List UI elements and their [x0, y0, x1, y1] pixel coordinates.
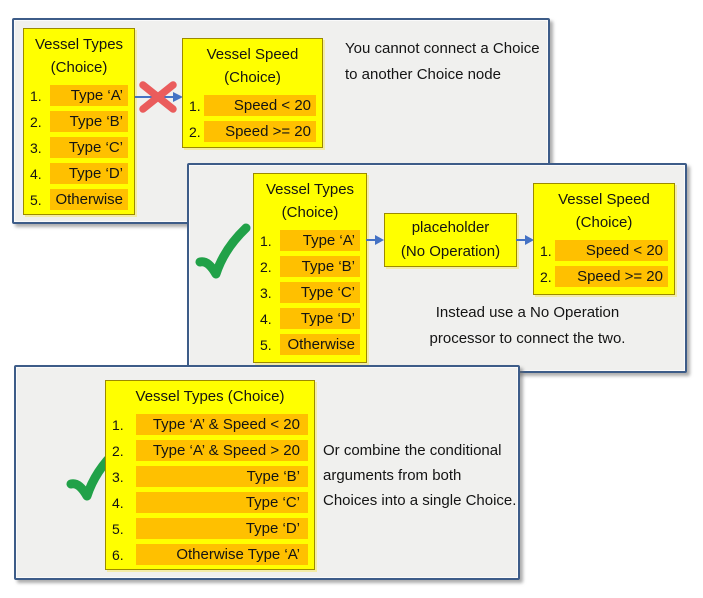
choice-row: 4. Type ‘D’: [260, 308, 360, 329]
vessel-speed-choice-node: Vessel Speed (Choice) 1. Speed < 20 2. S…: [182, 38, 323, 148]
row-condition: Otherwise: [50, 189, 128, 210]
caption-line: arguments from both: [323, 467, 462, 484]
row-number: 2.: [112, 442, 124, 459]
check-icon: [195, 223, 251, 279]
choice-row: 6. Otherwise Type ‘A’: [112, 544, 308, 565]
choice-row: 3. Type ‘C’: [260, 282, 360, 303]
no-operation-caption: Instead use a No Operation processor to …: [410, 300, 645, 352]
choice-row: 5. Type ‘D’: [112, 518, 308, 539]
node-subtitle: (Choice): [281, 204, 339, 221]
vessel-types-choice-node: Vessel Types (Choice) 1. Type ‘A’ 2. Typ…: [23, 28, 135, 215]
choice-row: 3. Type ‘B’: [112, 466, 308, 487]
choice-row: 2. Type ‘B’: [30, 111, 128, 132]
choice-row: 3. Type ‘C’: [30, 137, 128, 158]
node-title: Vessel Types: [265, 181, 355, 198]
node-title: Vessel Speed: [558, 191, 650, 208]
row-condition: Speed < 20: [555, 240, 668, 261]
combined-choice-caption: Or combine the conditional arguments fro…: [323, 438, 523, 513]
row-number: 6.: [112, 546, 124, 563]
choice-row: 2. Speed >= 20: [540, 266, 668, 287]
caption-line: processor to connect the two.: [429, 330, 626, 347]
row-number: 4.: [112, 494, 124, 511]
row-condition: Type ‘C’: [50, 137, 128, 158]
row-number: 5.: [260, 336, 272, 353]
choice-row: 1. Type ‘A’: [260, 230, 360, 251]
node-title: placeholder: [411, 219, 490, 236]
row-number: 3.: [112, 468, 124, 485]
choice-row: 1. Type ‘A’ & Speed < 20: [112, 414, 308, 435]
choice-row: 2. Speed >= 20: [189, 121, 316, 142]
row-condition: Speed >= 20: [555, 266, 668, 287]
caption-line: Or combine the conditional: [323, 442, 502, 459]
node-subtitle: (Choice): [224, 69, 281, 86]
node-subtitle: (Choice): [50, 59, 108, 76]
node-subtitle: (Choice): [575, 214, 633, 231]
caption-line: to another Choice node: [345, 66, 501, 83]
row-condition: Speed >= 20: [204, 121, 316, 142]
vessel-types-choice-node: Vessel Types (Choice) 1. Type ‘A’ 2. Typ…: [253, 173, 367, 363]
row-number: 3.: [30, 139, 42, 156]
row-condition: Speed < 20: [204, 95, 316, 116]
connector-arrow-icon: [366, 235, 384, 245]
choice-row: 4. Type ‘D’: [30, 163, 128, 184]
choice-row: 5. Otherwise: [30, 189, 128, 210]
row-condition: Otherwise Type ‘A’: [136, 544, 308, 565]
row-condition: Type ‘A’: [280, 230, 360, 251]
row-number: 1.: [189, 97, 201, 114]
row-condition: Type ‘D’: [136, 518, 308, 539]
row-condition: Type ‘C’: [280, 282, 360, 303]
row-number: 1.: [540, 242, 552, 259]
row-condition: Type ‘A’: [50, 85, 128, 106]
combined-choice-node: Vessel Types (Choice) 1. Type ‘A’ & Spee…: [105, 380, 315, 570]
node-title: Vessel Speed: [206, 46, 299, 63]
row-condition: Type ‘B’: [280, 256, 360, 277]
row-number: 2.: [189, 123, 201, 140]
row-condition: Type ‘A’ & Speed < 20: [136, 414, 308, 435]
row-condition: Type ‘B’: [136, 466, 308, 487]
caption-line: You cannot connect a Choice: [345, 40, 540, 57]
row-number: 5.: [30, 191, 42, 208]
node-subtitle: (No Operation): [400, 243, 501, 260]
row-number: 1.: [112, 416, 124, 433]
row-condition: Type ‘C’: [136, 492, 308, 513]
cannot-connect-caption: You cannot connect a Choice to another C…: [345, 36, 560, 88]
row-number: 2.: [540, 268, 552, 285]
choice-row: 4. Type ‘C’: [112, 492, 308, 513]
row-number: 1.: [30, 87, 42, 104]
connector-arrow-icon: [516, 235, 534, 245]
row-condition: Type ‘B’: [50, 111, 128, 132]
row-condition: Type ‘A’ & Speed > 20: [136, 440, 308, 461]
choice-row: 2. Type ‘A’ & Speed > 20: [112, 440, 308, 461]
row-condition: Type ‘D’: [50, 163, 128, 184]
placeholder-no-operation-node: placeholder (No Operation): [384, 213, 517, 267]
caption-line: Instead use a No Operation: [435, 304, 620, 321]
row-number: 5.: [112, 520, 124, 537]
caption-line: Choices into a single Choice.: [323, 492, 517, 509]
choice-row: 1. Speed < 20: [540, 240, 668, 261]
choice-row: 1. Type ‘A’: [30, 85, 128, 106]
row-number: 4.: [30, 165, 42, 182]
row-number: 2.: [260, 258, 272, 275]
row-number: 4.: [260, 310, 272, 327]
row-condition: Type ‘D’: [280, 308, 360, 329]
node-title: Vessel Types: [34, 36, 124, 53]
choice-row: 2. Type ‘B’: [260, 256, 360, 277]
row-number: 1.: [260, 232, 272, 249]
cross-icon: [139, 81, 177, 113]
row-condition: Otherwise: [280, 334, 360, 355]
vessel-speed-choice-node: Vessel Speed (Choice) 1. Speed < 20 2. S…: [533, 183, 675, 295]
row-number: 2.: [30, 113, 42, 130]
choice-row: 1. Speed < 20: [189, 95, 316, 116]
node-title: Vessel Types (Choice): [135, 388, 285, 405]
row-number: 3.: [260, 284, 272, 301]
choice-row: 5. Otherwise: [260, 334, 360, 355]
